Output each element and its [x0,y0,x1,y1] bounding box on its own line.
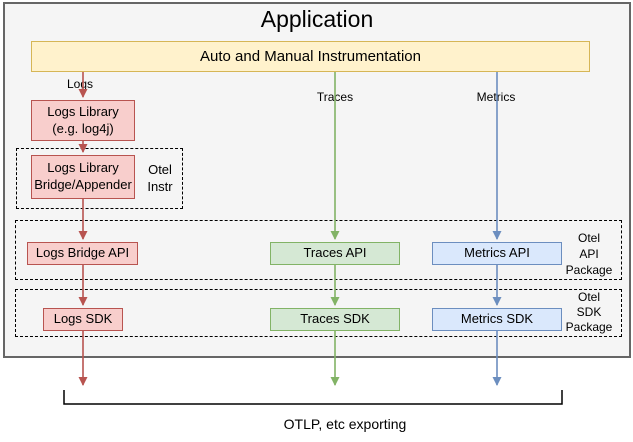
application-title: Application [260,6,374,32]
logs-bridge-appender-box: Logs Library Bridge/Appender [31,155,135,199]
otel-instr-line1: Otel [148,162,172,177]
otel-api-package-label: Otel API Package [558,230,620,278]
logs-bridge-api-box: Logs Bridge API [27,242,138,265]
metrics-sdk-box: Metrics SDK [432,308,562,331]
sdk-pkg-line3: Package [565,320,613,334]
flow-label-metrics: Metrics [476,90,516,104]
flow-label-logs: Logs [66,77,94,91]
api-pkg-line2: API [579,247,599,261]
otel-instr-line2: Instr [147,179,173,194]
metrics-api-box: Metrics API [432,242,562,265]
otel-instr-label: Otel Instr [138,161,182,195]
flow-label-traces: Traces [316,90,354,104]
api-pkg-line1: Otel [577,231,600,245]
bridge-line1: Logs Library [47,160,119,176]
otel-api-package-group [15,220,622,280]
otel-instr-group [16,148,183,209]
logs-library-line1: Logs Library [47,103,119,119]
logs-sdk-box: Logs SDK [43,308,123,331]
logs-library-line2: (e.g. log4j) [52,120,114,136]
otel-sdk-package-group [15,289,622,337]
bridge-line2: Bridge/Appender [34,177,132,192]
otel-sdk-package-label: Otel SDK Package [558,290,620,335]
sdk-pkg-line1: Otel [577,290,600,304]
traces-sdk-box: Traces SDK [270,308,400,331]
export-bracket [63,390,563,405]
export-label: OTLP, etc exporting [283,416,407,432]
instrumentation-label: Auto and Manual Instrumentation [200,47,421,65]
sdk-pkg-line2: SDK [576,305,602,319]
api-pkg-line3: Package [565,263,613,277]
instrumentation-box: Auto and Manual Instrumentation [31,41,590,72]
traces-api-box: Traces API [270,242,400,265]
logs-library-box: Logs Library (e.g. log4j) [31,100,135,141]
